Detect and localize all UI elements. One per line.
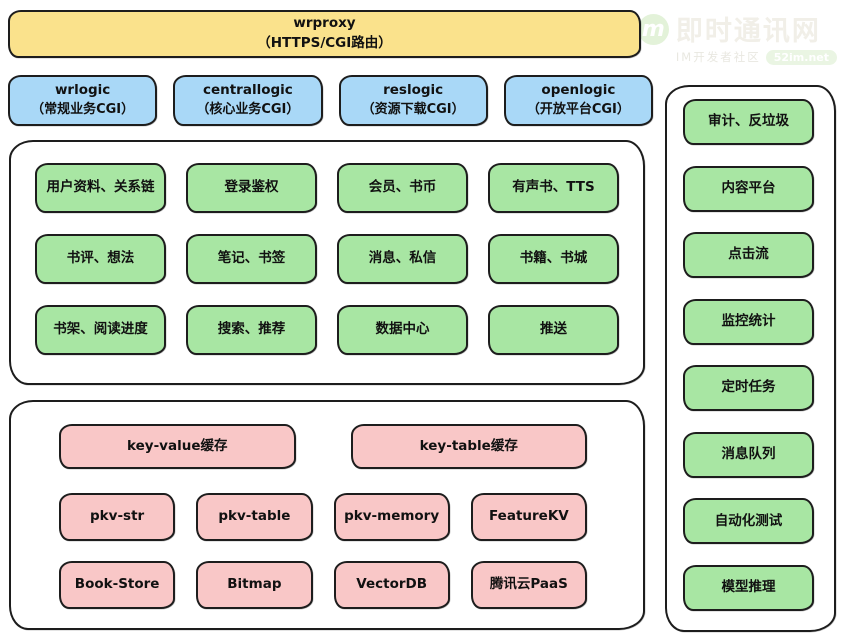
storage-node: Bitmap <box>196 561 313 609</box>
node-openlogic-name: openlogic <box>541 82 616 99</box>
storage-node: pkv-table <box>196 493 313 541</box>
service-node: 消息、私信 <box>337 234 468 284</box>
cache-node: key-table缓存 <box>350 424 587 469</box>
watermark-logo-icon: m <box>637 14 669 45</box>
node-wrlogic-name: wrlogic <box>54 82 111 99</box>
cache-row: key-value缓存 key-table缓存 <box>59 424 587 469</box>
storage-node: 腾讯云PaaS <box>470 561 587 609</box>
watermark: m 即时通讯网 IM开发者社区 52im.net <box>637 9 837 65</box>
node-centrallogic-name: centrallogic <box>202 82 293 99</box>
service-node: 书籍、书城 <box>488 234 619 284</box>
service-node: 书评、想法 <box>35 234 166 284</box>
business-services-container: 用户资料、关系链 登录鉴权 会员、书币 有声书、TTS 书评、想法 笔记、书签 … <box>9 140 645 385</box>
platform-node: 自动化测试 <box>683 498 814 545</box>
service-node: 会员、书币 <box>337 163 468 213</box>
storage-node: FeatureKV <box>470 493 587 541</box>
storage-layer-container: key-value缓存 key-table缓存 pkv-str pkv-tabl… <box>9 400 645 630</box>
storage-node: pkv-str <box>59 493 176 541</box>
node-wrproxy: wrproxy （HTTPS/CGI路由） <box>8 10 641 58</box>
storage-node: pkv-memory <box>333 493 450 541</box>
storage-node: Book-Store <box>59 561 176 609</box>
node-wrlogic-desc: （常规业务CGI） <box>31 101 135 117</box>
service-node: 数据中心 <box>337 305 468 355</box>
node-openlogic: openlogic （开放平台CGI） <box>503 75 653 126</box>
platform-node: 审计、反垃圾 <box>683 99 814 145</box>
service-node: 登录鉴权 <box>186 163 317 213</box>
platform-node: 模型推理 <box>683 564 814 611</box>
service-node: 推送 <box>488 305 619 355</box>
service-node: 搜索、推荐 <box>186 305 317 355</box>
node-wrproxy-name: wrproxy <box>293 15 356 32</box>
platform-node: 消息队列 <box>683 431 814 478</box>
storage-node: VectorDB <box>333 561 450 609</box>
service-node: 笔记、书签 <box>186 234 317 284</box>
storage-components: pkv-str pkv-table pkv-memory FeatureKV B… <box>59 493 587 609</box>
node-centrallogic-desc: （核心业务CGI） <box>196 101 300 117</box>
cgi-logic-layer: wrlogic （常规业务CGI） centrallogic （核心业务CGI）… <box>8 75 653 126</box>
watermark-logo-letter: m <box>641 17 665 42</box>
service-node: 有声书、TTS <box>488 163 619 213</box>
platform-services-container: 审计、反垃圾 内容平台 点击流 监控统计 定时任务 消息队列 自动化测试 模型推… <box>665 85 836 632</box>
node-reslogic-name: reslogic <box>383 82 444 99</box>
watermark-subtitle: IM开发者社区 <box>675 50 761 64</box>
platform-node: 监控统计 <box>683 298 814 345</box>
watermark-text: 即时通讯网 IM开发者社区 52im.net <box>676 9 837 65</box>
node-openlogic-desc: （开放平台CGI） <box>526 101 630 117</box>
node-wrlogic: wrlogic （常规业务CGI） <box>8 75 158 126</box>
watermark-site-badge: 52im.net <box>765 49 837 65</box>
cache-node: key-value缓存 <box>59 424 296 469</box>
node-reslogic: reslogic （资源下载CGI） <box>338 75 488 126</box>
platform-node: 内容平台 <box>683 165 814 212</box>
service-node: 用户资料、关系链 <box>35 163 166 213</box>
platform-node: 点击流 <box>683 232 814 279</box>
platform-node: 定时任务 <box>683 365 814 412</box>
watermark-title: 即时通讯网 <box>675 16 821 47</box>
node-wrproxy-desc: （HTTPS/CGI路由） <box>257 35 392 51</box>
node-reslogic-desc: （资源下载CGI） <box>361 101 465 117</box>
node-centrallogic: centrallogic （核心业务CGI） <box>173 75 323 126</box>
service-node: 书架、阅读进度 <box>35 305 166 355</box>
